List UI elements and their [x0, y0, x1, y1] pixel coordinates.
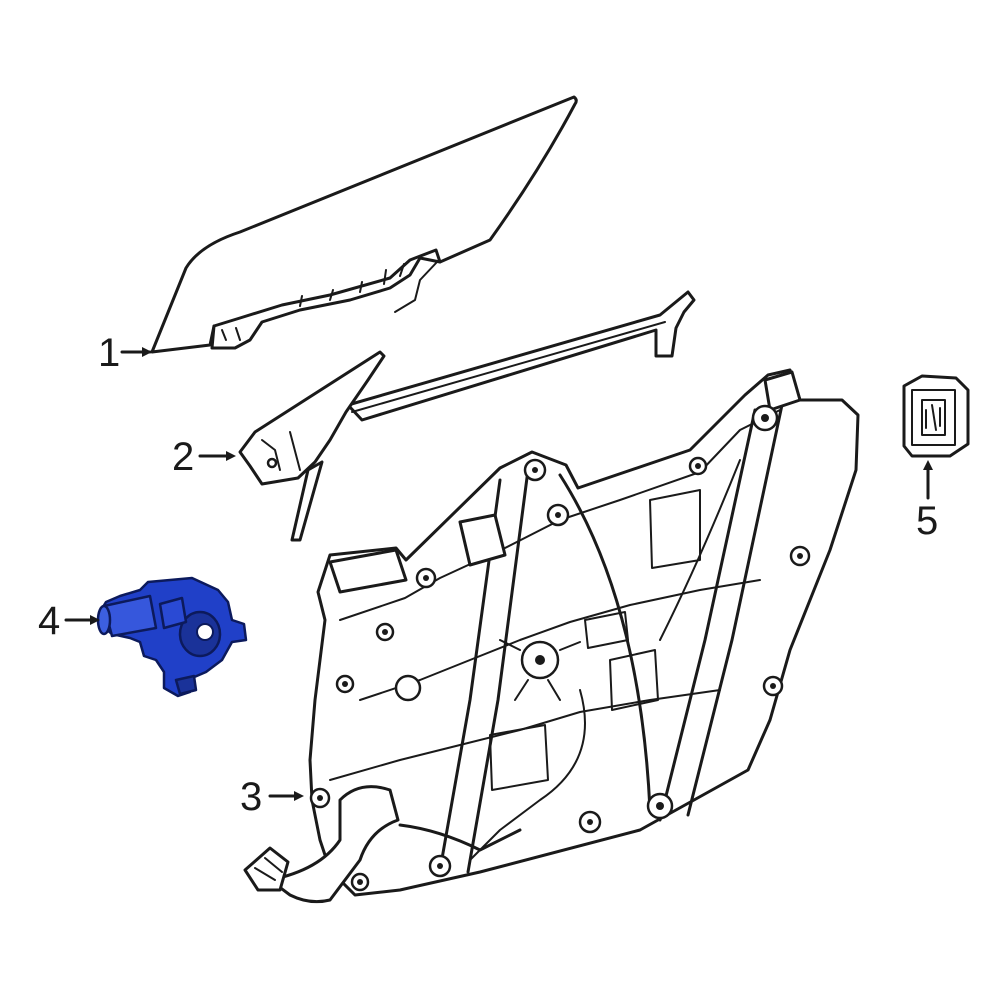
callout-3-label: 3: [240, 775, 262, 819]
glass-run-channel-icon[interactable]: [238, 290, 696, 542]
window-motor-icon[interactable]: [96, 576, 248, 698]
callout-2-label: 2: [172, 435, 194, 479]
window-regulator-panel-icon[interactable]: [243, 368, 860, 904]
callout-arrows: [64, 347, 933, 801]
door-glass-icon[interactable]: [150, 95, 578, 354]
callout-1-label: 1: [98, 331, 120, 375]
callout-5-label: 5: [916, 499, 938, 543]
callout-4-label: 4: [38, 599, 60, 643]
switch-module-icon[interactable]: [902, 374, 970, 458]
